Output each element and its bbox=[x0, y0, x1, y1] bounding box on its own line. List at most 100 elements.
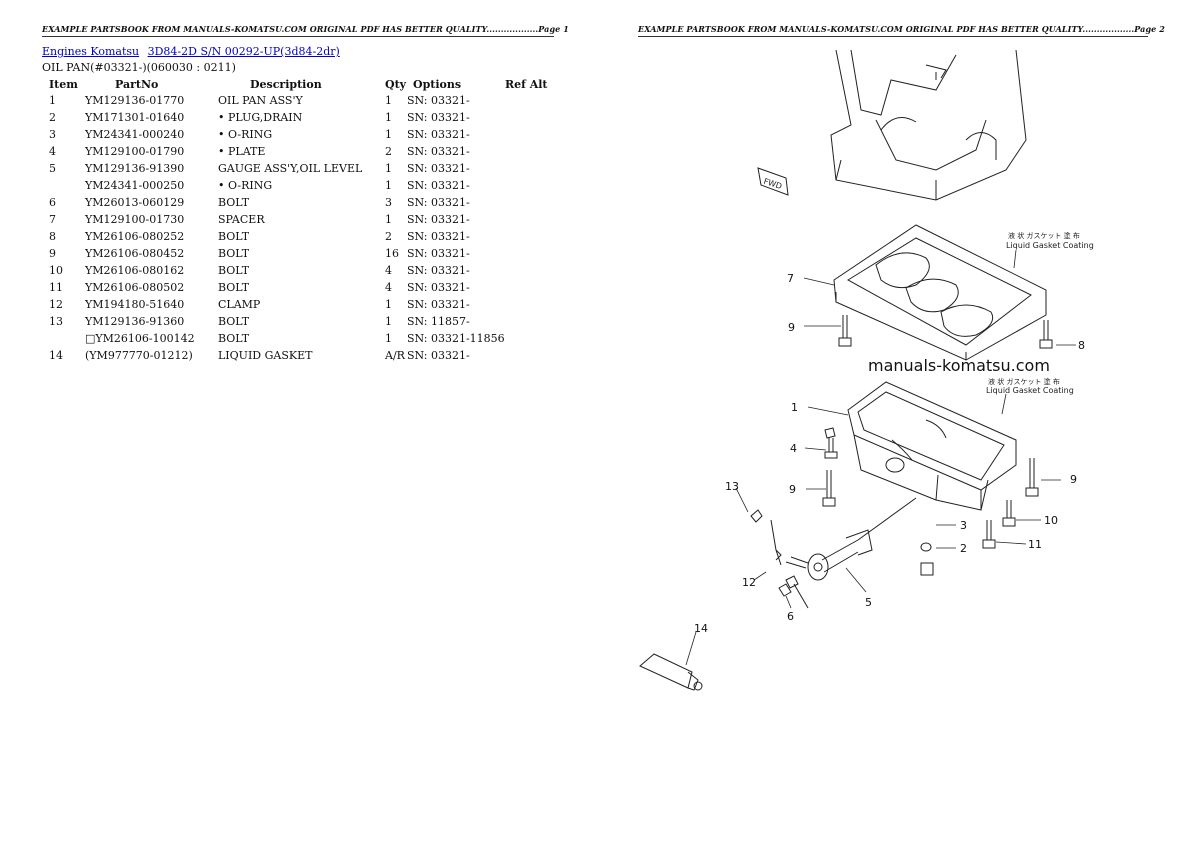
cell-part: (YM977770-01212) bbox=[85, 349, 193, 362]
cell-desc: • O-RING bbox=[218, 179, 273, 192]
cell-desc: BOLT bbox=[218, 247, 250, 260]
callout-leader-lines bbox=[685, 249, 1076, 666]
cell-ref-alt bbox=[505, 279, 565, 296]
col-header-partno: PartNo bbox=[115, 78, 159, 91]
cell-part: YM26106-080452 bbox=[85, 247, 185, 260]
cell-opt: SN: 03321- bbox=[407, 94, 470, 107]
cell-opt: SN: 03321- bbox=[407, 298, 470, 311]
cell-part: □YM26106-100142 bbox=[85, 332, 195, 345]
gasket-note-upper: 液 状 ガスケット 塗 布 Liquid Gasket Coating bbox=[1006, 231, 1094, 250]
section-title: OIL PAN(#03321-)(060030 : 0211) bbox=[42, 61, 236, 74]
cell-part: YM129136-91360 bbox=[85, 315, 185, 328]
spacer-drawing bbox=[833, 224, 1047, 361]
cell-item: 4 bbox=[49, 145, 56, 158]
breadcrumb-link-engines[interactable]: Engines Komatsu bbox=[42, 45, 140, 58]
cell-opt: SN: 03321- bbox=[407, 247, 470, 260]
breadcrumb: Engines Komatsu 3D84-2D S/N 00292-UP(3d8… bbox=[42, 45, 345, 58]
cell-desc: SPACER bbox=[218, 213, 265, 226]
col-header-qty: Qty bbox=[385, 78, 407, 91]
cell-qty: 1 bbox=[385, 128, 392, 141]
cell-opt: SN: 03321- bbox=[407, 349, 470, 362]
cell-qty: 4 bbox=[385, 264, 392, 277]
cell-part: YM26106-080252 bbox=[85, 230, 185, 243]
cell-part: YM26106-080502 bbox=[85, 281, 185, 294]
clamp-and-bolt-drawing bbox=[750, 509, 809, 609]
col-header-ref-alt: Ref Alt bbox=[505, 78, 548, 91]
breadcrumb-link-model[interactable]: 3D84-2D S/N 00292-UP(3d84-2dr) bbox=[147, 45, 340, 58]
cell-item: 10 bbox=[49, 264, 63, 277]
cell-qty: 1 bbox=[385, 111, 392, 124]
callout-5: 5 bbox=[865, 596, 872, 609]
callout-4: 4 bbox=[790, 442, 797, 455]
gasket-note-lower-en: Liquid Gasket Coating bbox=[986, 386, 1074, 395]
cell-desc: GAUGE ASS'Y,OIL LEVEL bbox=[218, 162, 363, 175]
cell-ref-alt bbox=[505, 296, 565, 313]
cell-item: 5 bbox=[49, 162, 56, 175]
cell-desc: LIQUID GASKET bbox=[218, 349, 313, 362]
cell-item: 3 bbox=[49, 128, 56, 141]
cell-desc: CLAMP bbox=[218, 298, 261, 311]
cell-item: 9 bbox=[49, 247, 56, 260]
col-header-item: Item bbox=[49, 78, 78, 91]
cell-opt: SN: 03321- bbox=[407, 281, 470, 294]
cell-opt: SN: 03321- bbox=[407, 264, 470, 277]
page-header-left: EXAMPLE PARTSBOOK FROM MANUALS-KOMATSU.C… bbox=[42, 24, 569, 34]
cell-ref-alt bbox=[505, 347, 565, 364]
cell-item: 12 bbox=[49, 298, 63, 311]
cell-part: YM194180-51640 bbox=[85, 298, 185, 311]
page-header-right: EXAMPLE PARTSBOOK FROM MANUALS-KOMATSU.C… bbox=[638, 24, 1165, 34]
gasket-note-upper-en: Liquid Gasket Coating bbox=[1006, 241, 1094, 250]
header-rule-right bbox=[638, 36, 1148, 37]
cell-opt: SN: 03321- bbox=[407, 179, 470, 192]
oil-pan-exploded-diagram: FWD bbox=[639, 49, 1094, 691]
cell-opt: SN: 03321- bbox=[407, 230, 470, 243]
cell-ref-alt bbox=[505, 92, 565, 109]
cell-opt: SN: 03321- bbox=[407, 128, 470, 141]
cell-desc: BOLT bbox=[218, 281, 250, 294]
cell-opt: SN: 11857- bbox=[407, 315, 470, 328]
cell-part: YM129100-01790 bbox=[85, 145, 185, 158]
cell-item: 8 bbox=[49, 230, 56, 243]
cell-qty: 1 bbox=[385, 179, 392, 192]
parts-table-header: Item PartNo Description Qty Options Ref … bbox=[42, 77, 565, 92]
cell-ref-alt bbox=[505, 245, 565, 262]
cell-desc: BOLT bbox=[218, 264, 250, 277]
cell-desc: • PLUG,DRAIN bbox=[218, 111, 303, 124]
oil-gauge-drawing bbox=[785, 497, 917, 581]
cell-desc: • PLATE bbox=[218, 145, 266, 158]
cell-part: YM24341-000250 bbox=[85, 179, 185, 192]
gasket-note-upper-jp: 液 状 ガスケット 塗 布 bbox=[1008, 231, 1080, 240]
table-row: YM24341-000250 • O-RING 1 SN: 03321- bbox=[42, 177, 565, 194]
cell-opt: SN: 03321-11856 bbox=[407, 332, 505, 345]
table-row: 12 YM194180-51640 CLAMP 1 SN: 03321- bbox=[42, 296, 565, 313]
cell-qty: A/R bbox=[385, 349, 405, 362]
callout-9-top: 9 bbox=[788, 321, 795, 334]
callout-7: 7 bbox=[787, 272, 794, 285]
cell-item: 11 bbox=[49, 281, 63, 294]
callout-11: 11 bbox=[1028, 538, 1042, 551]
cell-ref-alt bbox=[505, 228, 565, 245]
cell-qty: 2 bbox=[385, 145, 392, 158]
cell-qty: 1 bbox=[385, 298, 392, 311]
cell-part: YM129136-01770 bbox=[85, 94, 185, 107]
cell-qty: 3 bbox=[385, 196, 392, 209]
cell-desc: BOLT bbox=[218, 196, 250, 209]
callout-13: 13 bbox=[725, 480, 739, 493]
callout-2: 2 bbox=[960, 542, 967, 555]
parts-table: Item PartNo Description Qty Options Ref … bbox=[42, 77, 565, 364]
cell-item: 7 bbox=[49, 213, 56, 226]
cell-opt: SN: 03321- bbox=[407, 111, 470, 124]
callout-9-right: 9 bbox=[1070, 473, 1077, 486]
watermark-text: manuals-komatsu.com bbox=[868, 356, 1050, 375]
cell-opt: SN: 03321- bbox=[407, 162, 470, 175]
cell-ref-alt bbox=[505, 262, 565, 279]
